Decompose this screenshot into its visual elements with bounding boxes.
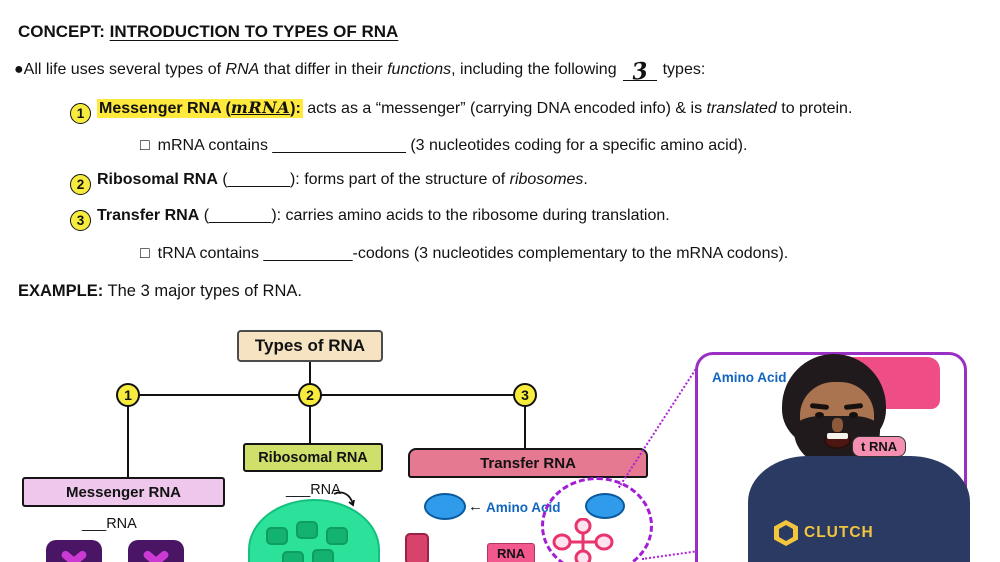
handwritten-answer-3: 3 — [630, 57, 649, 86]
connector-line — [524, 395, 526, 449]
rna-segment-icon — [405, 533, 429, 562]
instructor-eye — [815, 412, 824, 418]
types-of-rna-root-box: Types of RNA — [237, 330, 383, 362]
item-number-badge: 2 — [70, 174, 91, 195]
highlighted-term: Messenger RNA (mRNA): — [97, 98, 303, 118]
instructor-teeth — [827, 433, 848, 439]
branch-number-3: 3 — [513, 383, 537, 407]
sub-bullet-trna-anticodons: □ tRNA contains __________-codons (3 nucl… — [140, 245, 788, 263]
sub-bullet-mrna-codons: □ mRNA contains _______________ (3 nucleo… — [140, 137, 747, 155]
ribosome-icon — [248, 499, 380, 562]
sub1-tail: (3 nucleotides coding for a specific ami… — [405, 137, 748, 154]
branch-number-1: 1 — [116, 383, 140, 407]
ribosomal-rna-title: Ribosomal RNA — [97, 171, 218, 188]
instructor-photo: CLUTCH — [748, 354, 970, 562]
item-ribosomal-rna: 2 Ribosomal RNA (_______): forms part of … — [70, 171, 588, 195]
paren-open: ( — [221, 100, 231, 117]
branch-number-2: 2 — [298, 383, 322, 407]
chromosome-icon — [128, 540, 184, 562]
left-arrow-icon: ← — [468, 498, 483, 515]
ribosomal-rna-box: Ribosomal RNA — [243, 443, 383, 472]
ribosomal-rna-blank-label: ___RNA — [286, 482, 341, 498]
clutch-hexagon-icon-inner — [779, 525, 793, 541]
callout-dotted-line — [642, 549, 702, 560]
square-bullet-icon: □ — [140, 137, 150, 154]
concept-title: INTRODUCTION TO TYPES OF RNA — [109, 22, 399, 41]
rna-tag: RNA — [487, 543, 536, 562]
blank-line: 3 — [622, 57, 657, 86]
instructor-nose — [832, 418, 843, 432]
item-number-badge: 1 — [70, 103, 91, 124]
messenger-rna-title: Messenger RNA — [99, 100, 222, 117]
concept-label: CONCEPT: — [18, 22, 110, 41]
transfer-rna-box: Transfer RNA — [408, 448, 648, 478]
item1-body: acts as a “messenger” (carrying DNA enco… — [302, 100, 707, 117]
handwritten-mrna: mRNA — [230, 98, 291, 117]
concept-heading: CONCEPT: INTRODUCTION TO TYPES OF RNA — [18, 22, 398, 42]
connector-line — [309, 362, 311, 385]
intro-functions-italic: functions — [387, 61, 452, 78]
messenger-rna-blank-label: ___RNA — [82, 516, 137, 532]
curved-arrow-icon — [333, 491, 355, 507]
connector-line — [127, 394, 527, 396]
connector-line — [127, 395, 129, 478]
instructor-shirt — [748, 456, 970, 562]
example-label: EXAMPLE: — [18, 282, 104, 300]
sub1-blank: _______________ — [272, 137, 406, 154]
amino-acid-label: Amino Acid — [486, 500, 561, 515]
paren-close: ): — [290, 100, 301, 117]
callout-dotted-line — [618, 362, 701, 489]
intro-line: ●All life uses several types of RNA that… — [14, 57, 706, 86]
sub2-text: tRNA contains — [157, 245, 264, 262]
chromosome-icon — [46, 540, 102, 562]
example-text: The 3 major types of RNA. — [103, 282, 302, 300]
intro-text-2: that differ in their — [259, 61, 388, 78]
magnify-dashed-circle — [541, 477, 653, 562]
square-bullet-icon: □ — [140, 245, 150, 262]
intro-text-1: All life uses several types of — [23, 61, 226, 78]
item3-mid: (_______): carries amino acids to the ri… — [199, 207, 670, 224]
translated-italic: translated — [706, 100, 777, 117]
shirt-brand-text: CLUTCH — [804, 524, 874, 541]
transfer-rna-title: Transfer RNA — [97, 207, 200, 224]
amino-acid-icon — [424, 493, 466, 520]
example-line: EXAMPLE: The 3 major types of RNA. — [18, 282, 302, 301]
sub1-text: mRNA contains — [157, 137, 273, 154]
connector-line — [309, 395, 311, 444]
intro-text-4: types: — [662, 61, 706, 78]
messenger-rna-box: Messenger RNA — [22, 477, 225, 507]
intro-text-3: , including the following — [451, 61, 617, 78]
ribosomes-italic: ribosomes — [509, 171, 584, 188]
item2-tail: . — [583, 171, 588, 188]
intro-rna-italic: RNA — [225, 61, 260, 78]
instructor-eye — [849, 412, 858, 418]
sub2-tail: -codons (3 nucleotides complementary to … — [352, 245, 789, 262]
bullet-icon: ● — [14, 61, 24, 78]
item-messenger-rna: 1 Messenger RNA (mRNA): acts as a “messen… — [70, 98, 852, 124]
item-transfer-rna: 3 Transfer RNA (_______): carries amino a… — [70, 207, 670, 231]
trna-tag: t RNA — [852, 436, 907, 457]
callout-amino-acid-label: Amino Acid — [712, 370, 787, 385]
item1-tail: to protein. — [776, 100, 853, 117]
sub2-blank: __________ — [263, 245, 353, 262]
item-number-badge: 3 — [70, 210, 91, 231]
item2-mid: (_______): forms part of the structure o… — [217, 171, 510, 188]
